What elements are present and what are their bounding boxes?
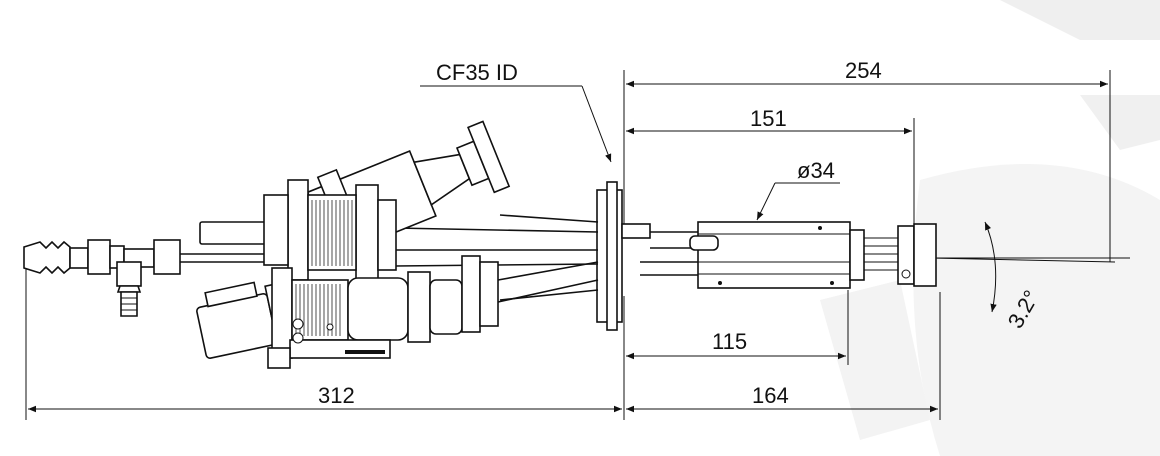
dimension-151: 151 <box>626 106 915 228</box>
dimension-115: 115 <box>623 290 849 420</box>
lower-bellows <box>267 255 499 369</box>
upper-bellows <box>263 179 397 281</box>
hose-fitting <box>23 239 300 317</box>
watermark <box>820 0 1160 456</box>
probe-assembly <box>621 221 937 289</box>
dimension-312: 312 <box>25 268 622 420</box>
device <box>23 120 937 369</box>
angle-dimension: 3.2° <box>929 221 1130 333</box>
dimension-diameter: ø34 <box>756 158 840 221</box>
dim-diameter-label: ø34 <box>797 158 835 183</box>
angle-arc-icon <box>984 221 997 313</box>
dim-151-label: 151 <box>750 106 787 131</box>
dim-164-label: 164 <box>752 383 789 408</box>
dimension-254: 254 <box>623 58 1111 262</box>
dimension-164: 164 <box>626 292 941 420</box>
dim-115-label: 115 <box>712 329 747 354</box>
flange-callout: CF35 ID <box>420 60 612 163</box>
dim-254-label: 254 <box>845 58 882 83</box>
flange-label: CF35 ID <box>436 60 518 85</box>
dim-312-label: 312 <box>318 383 355 408</box>
